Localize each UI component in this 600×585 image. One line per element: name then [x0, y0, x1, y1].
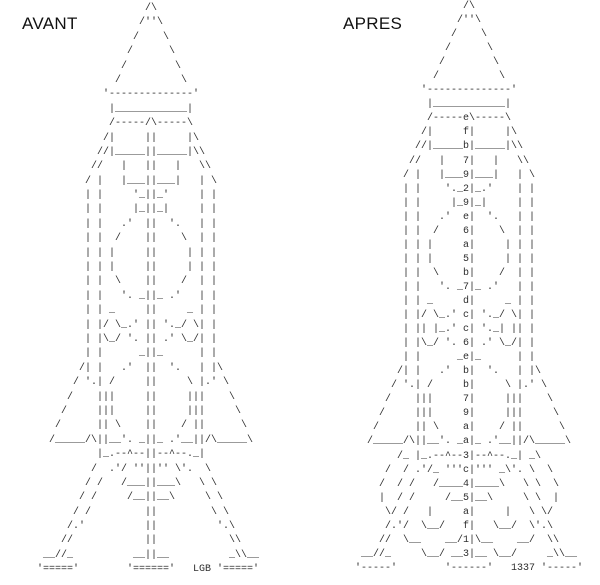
ascii-art-line: | | | a| | | |	[403, 239, 536, 251]
rocket-ascii-art-after: /\ /''\ / \ / \ / \ / \ '--------------' |_____…	[337, 0, 583, 576]
ascii-art-line: /\	[145, 3, 158, 14]
ascii-art-line: '--------------'	[103, 89, 200, 101]
ascii-art-line: '-----' '------' 1337 '-----'	[355, 562, 584, 574]
ascii-art-line: //|_____b|_____|\\	[415, 141, 524, 153]
ascii-art-line: | || |_.' c| '._| || |	[403, 324, 536, 336]
ascii-art-line: __//_ \__/ __3|__ \__/ _\\__	[361, 548, 578, 560]
ascii-art-line: / | |___||___| | \	[85, 175, 218, 187]
ascii-art-line: / '.| / || \ |.' \	[73, 377, 230, 389]
ascii-art-line: | | .' e| '. | |	[403, 211, 536, 223]
ascii-art-line: | | |_||_| | |	[85, 204, 218, 216]
ascii-art-line: // \__ __/1|\__ __/ \\	[379, 534, 560, 546]
ascii-art-line: / || \ a| / || \	[373, 422, 566, 434]
ascii-art-line: | | _e|_ | |	[403, 352, 536, 364]
ascii-art-line: | |\_/ '. || .' \_/| |	[85, 333, 218, 345]
ascii-art-line: | | '._2|_.' | |	[403, 183, 536, 195]
apres-title: APRES	[343, 14, 403, 33]
ascii-art-line: | |/ \_.' c| '._/ \| |	[403, 310, 536, 322]
ascii-art-line: | | \ b| / | |	[403, 267, 536, 279]
ascii-art-line: /| | .' || '. | |\	[79, 362, 224, 374]
ascii-art-line: / \	[451, 29, 488, 41]
ascii-art-line: /| f| |\	[421, 127, 518, 139]
ascii-art-line: / \	[121, 60, 182, 72]
ascii-art-line: // || \\	[61, 535, 242, 547]
ascii-art-line: | | | || | | |	[85, 262, 218, 274]
ascii-art-line: | | '. _||_ .' | |	[85, 290, 218, 302]
ascii-art-line: | |/ \_.' || '._/ \| |	[85, 319, 218, 331]
ascii-art-line: | | / 6| \ | |	[403, 225, 536, 237]
ascii-art-line: '--------------'	[421, 85, 518, 97]
ascii-art-line: | | | 5| | | |	[403, 253, 536, 265]
ascii-art-line: /| | .' b| '. | |\	[397, 366, 542, 378]
ascii-art-line: | | \ || / | |	[85, 276, 218, 288]
ascii-art-line: | | _ || _ | |	[85, 305, 218, 317]
ascii-art-line: /''\	[139, 17, 164, 29]
ascii-art-line: / \	[133, 31, 170, 43]
avant-title: AVANT	[22, 14, 78, 33]
ascii-art-line: / / /__||__\ \ \	[79, 492, 224, 504]
ascii-art-line: / ||| 7| ||| \	[385, 394, 554, 406]
ascii-art-line: / \	[445, 43, 494, 55]
ascii-art-line: | | _||_ | |	[85, 348, 218, 360]
ascii-art-line: / \	[115, 74, 188, 86]
ascii-art-line: /.'/ \__/ f| \__/ \'.\	[385, 520, 554, 532]
ascii-art-line: / / || \ \	[73, 506, 230, 518]
ascii-art-line: | | '_||_' | |	[85, 190, 218, 202]
ascii-art-line: / || \ || / || \	[55, 420, 248, 432]
ascii-art-line: |_.--^--||--^--._|	[97, 449, 206, 461]
ascii-art-line: /_____/\||__'. _a|_ .'__||/\_____\	[367, 436, 572, 448]
ascii-art-line: / / /___||___\ \ \	[85, 477, 218, 489]
ascii-art-line: /_____/\||__'. _||_ .'__||/\_____\	[49, 434, 254, 446]
ascii-art-line: /''\	[457, 15, 482, 27]
ascii-art-line: /_ |_.--^--3|--^--._| _\	[397, 450, 542, 462]
ascii-art-line: | / / /__5|__\ \ \ |	[379, 492, 560, 504]
ascii-art-line: | | '. _7|_ .' | |	[403, 281, 536, 293]
ascii-art-line: / .'/ ''||'' \'. \	[91, 463, 212, 475]
ascii-art-line: / ||| || ||| \	[61, 405, 242, 417]
ascii-art-line: / ||| || ||| \	[67, 391, 236, 403]
ascii-art-line: '=====' '======' LGB '====='	[37, 564, 260, 576]
ascii-art-line: |____________|	[427, 99, 512, 111]
ascii-art-line: __//_ __||__ _\\__	[43, 549, 260, 561]
ascii-art-line: | | _ d| _ | |	[403, 295, 536, 307]
ascii-art-line: / \	[433, 71, 506, 83]
ascii-art-line: | | |_9|_| | |	[403, 197, 536, 209]
ascii-art-line: | | / || \ | |	[85, 233, 218, 245]
ascii-art-line: / / .'/_ '''c|''' _\'. \ \	[385, 464, 554, 476]
ascii-art-line: | | .' || '. | |	[85, 218, 218, 230]
ascii-art-line: / \	[127, 46, 176, 58]
ascii-art-line: | |\_/ '. 6| .' \_/| |	[403, 338, 536, 350]
ascii-art-line: /-----e\-----\	[427, 113, 512, 125]
ascii-art-line: /| || |\	[103, 132, 200, 144]
ascii-art-line: / \	[439, 57, 500, 69]
ascii-art-line: // | 7| | \\	[409, 155, 530, 167]
ascii-art-line: /-----/\-----\	[109, 118, 194, 130]
ascii-art-line: /.' || '.\	[67, 521, 236, 533]
ascii-art-line: /\	[463, 1, 476, 12]
ascii-art-line: \/ / | a| | \ \/	[385, 506, 554, 518]
ascii-art-line: / | |___9|___| | \	[403, 169, 536, 181]
ascii-art-line: // | || | \\	[91, 161, 212, 173]
ascii-art-line: |____________|	[109, 103, 194, 115]
ascii-art-line: / / / /____4|____\ \ \ \	[379, 478, 560, 490]
ascii-art-line: / '.| / b| \ |.' \	[391, 380, 548, 392]
rocket-ascii-art-before: /\ /''\ / \ / \ / \ / \ '--------------' |_____…	[19, 2, 259, 578]
ascii-art-line: | | | || | | |	[85, 247, 218, 259]
ascii-art-line: / ||| 9| ||| \	[379, 408, 560, 420]
ascii-art-line: //|_____||_____|\\	[97, 146, 206, 158]
